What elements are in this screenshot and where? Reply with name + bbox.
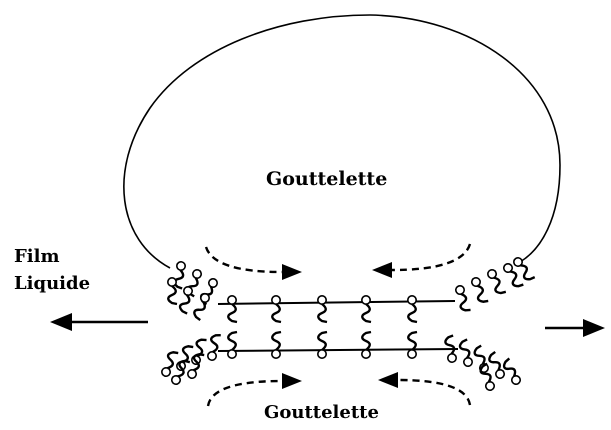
surfactant-molecule bbox=[362, 332, 371, 358]
surfactant-molecule bbox=[486, 268, 505, 296]
upper-droplet-label: Gouttelette bbox=[266, 168, 387, 190]
upper-droplet-outline bbox=[124, 15, 560, 268]
liquid-film-label-line1: Film bbox=[14, 243, 90, 270]
film-lower-line bbox=[218, 349, 458, 351]
surfactant-molecule bbox=[192, 292, 211, 320]
surfactant-molecule bbox=[228, 296, 237, 322]
surfactant-molecule bbox=[362, 296, 371, 322]
surfactant-molecule bbox=[458, 339, 474, 367]
left-lower-surfactant-cluster bbox=[161, 334, 221, 386]
left-outflow-arrow bbox=[50, 313, 148, 331]
surfactant-molecule bbox=[207, 334, 221, 361]
surfactant-molecule bbox=[228, 332, 237, 358]
surfactant-molecule bbox=[176, 344, 194, 372]
surfactant-molecule bbox=[178, 286, 194, 314]
surfactant-molecule bbox=[168, 278, 177, 304]
flow-arrow-top-left bbox=[206, 247, 302, 280]
surfactant-molecule bbox=[455, 285, 471, 313]
surfactant-molecule bbox=[187, 352, 205, 380]
right-outflow-arrow bbox=[545, 319, 605, 337]
surfactant-molecule bbox=[471, 276, 489, 304]
left-upper-surfactant-cluster bbox=[168, 261, 220, 320]
surfactant-molecule bbox=[318, 332, 327, 358]
surfactant-molecule bbox=[161, 350, 179, 378]
surfactant-molecule bbox=[318, 296, 327, 322]
lower-droplet-label: Gouttelette bbox=[264, 402, 379, 423]
surfactant-molecule bbox=[191, 338, 207, 366]
right-lower-surfactant-cluster bbox=[444, 335, 522, 391]
surfactant-molecule bbox=[408, 332, 417, 358]
film-upper-line bbox=[218, 301, 455, 304]
liquid-film-label: Film Liquide bbox=[14, 243, 90, 297]
surfactant-molecule bbox=[272, 332, 281, 358]
right-upper-surfactant-cluster bbox=[455, 256, 535, 313]
liquid-film-label-line2: Liquide bbox=[14, 270, 90, 297]
surfactant-molecule bbox=[408, 296, 417, 322]
flow-arrow-bottom-right bbox=[378, 372, 470, 405]
flow-arrow-top-right bbox=[372, 244, 470, 278]
surfactant-molecule bbox=[272, 296, 281, 322]
